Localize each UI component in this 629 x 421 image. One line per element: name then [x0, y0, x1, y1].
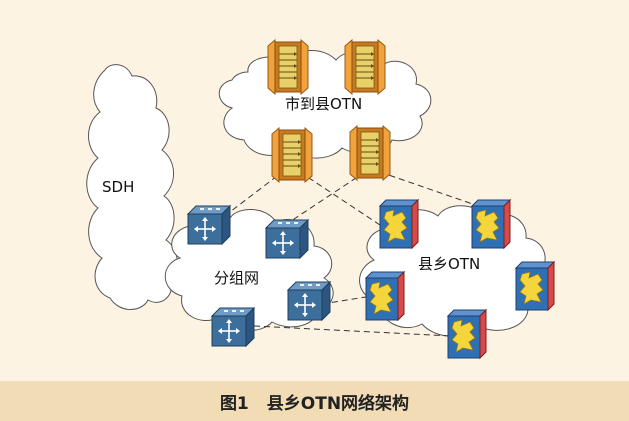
- county-otn-node-icon: [515, 261, 555, 311]
- router-icon: [187, 205, 231, 245]
- otn-transport-icon: [349, 125, 391, 181]
- otn-transport-icon: [344, 39, 386, 95]
- packet-network-label: 分组网: [214, 269, 259, 287]
- county-otn-node-icon: [471, 199, 511, 249]
- county-otn-node-icon: [365, 271, 405, 321]
- county-otn-label: 县乡OTN: [418, 255, 480, 273]
- otn-transport-icon: [267, 39, 309, 95]
- city-county-otn-label: 市到县OTN: [285, 95, 362, 113]
- figure-caption: 图1 县乡OTN网络架构: [0, 381, 629, 421]
- county-otn-node-icon: [379, 199, 419, 249]
- sdh-cloud: [86, 64, 178, 310]
- router-icon: [287, 281, 331, 321]
- otn-transport-icon: [271, 127, 313, 183]
- network-diagram: SDH 市到县OTN 分组网 县乡OTN: [86, 39, 555, 359]
- router-icon: [265, 219, 309, 259]
- router-icon: [211, 307, 255, 347]
- figure-number: 图1: [219, 393, 249, 414]
- county-otn-node-icon: [447, 309, 487, 359]
- sdh-label: SDH: [102, 178, 134, 196]
- figure-title: 县乡OTN网络架构: [266, 393, 410, 414]
